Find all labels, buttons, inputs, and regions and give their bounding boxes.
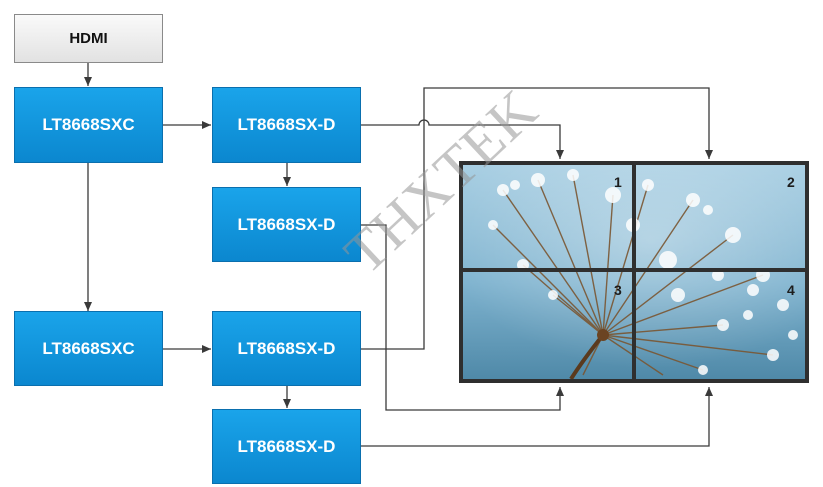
bezel-horizontal: [459, 268, 809, 272]
decoder-box-1: LT8668SX-D: [212, 87, 361, 163]
hdmi-label: HDMI: [69, 30, 108, 47]
panel-number-3: 3: [614, 282, 622, 298]
wire-decoder-1-to-panel-1: [361, 119, 564, 159]
decoder-box-2: LT8668SX-D: [212, 187, 361, 262]
decoder-4-label: LT8668SX-D: [237, 436, 336, 456]
converter-box-top: LT8668SXC: [14, 87, 163, 163]
panel-number-4: 4: [787, 282, 795, 298]
wire-decoder-4-to-panel-4: [361, 387, 713, 447]
decoder-2-label: LT8668SX-D: [237, 214, 336, 234]
panel-number-1: 1: [614, 174, 622, 190]
wire-decoder-3-to-panel-2: [361, 87, 713, 350]
bezel-vertical: [632, 161, 636, 383]
video-wall: 1 2 3 4: [459, 161, 809, 383]
panel-number-2: 2: [787, 174, 795, 190]
decoder-3-label: LT8668SX-D: [237, 338, 336, 358]
decoder-box-3: LT8668SX-D: [212, 311, 361, 386]
hdmi-source-box: HDMI: [14, 14, 163, 63]
converter-box-bottom: LT8668SXC: [14, 311, 163, 386]
wire-decoder-2-to-panel-3: [361, 224, 564, 411]
converter-bottom-label: LT8668SXC: [42, 338, 135, 358]
decoder-1-label: LT8668SX-D: [237, 115, 336, 134]
converter-top-label: LT8668SXC: [42, 115, 135, 134]
decoder-box-4: LT8668SX-D: [212, 409, 361, 484]
